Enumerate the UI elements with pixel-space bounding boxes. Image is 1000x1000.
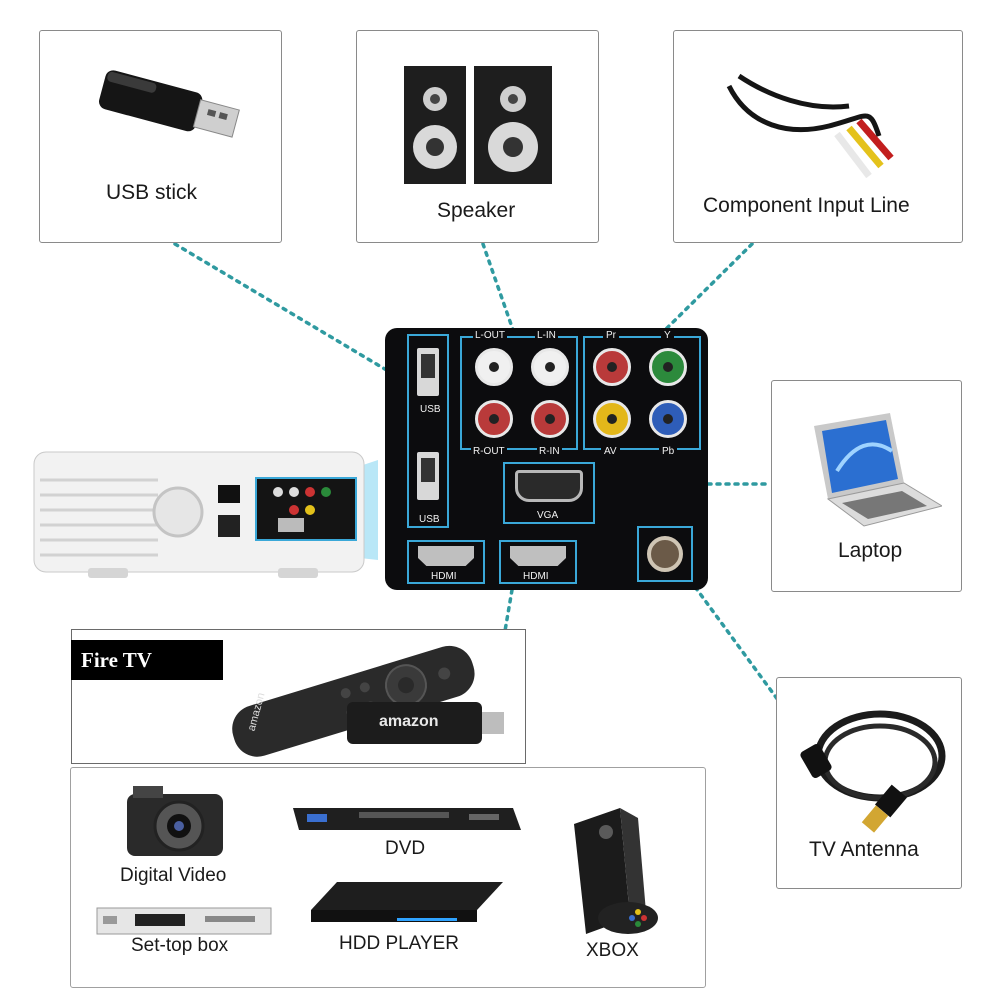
speaker-icon xyxy=(404,66,552,184)
wire-component xyxy=(658,242,754,337)
hdmi-port-group-2 xyxy=(499,540,577,584)
vga-port-group xyxy=(503,462,595,524)
l-in-label: L-IN xyxy=(535,330,558,341)
laptop-icon xyxy=(814,413,942,527)
fire-tv-banner: Fire TV xyxy=(71,640,223,680)
usb-port-1-label: USB xyxy=(420,404,441,415)
xbox-label: XBOX xyxy=(586,940,639,961)
antenna-label: TV Antenna xyxy=(809,838,919,861)
antenna-jack xyxy=(647,536,683,572)
hdmi-port-1 xyxy=(418,546,474,566)
fire-tv-stick-icon: amazon xyxy=(347,702,504,744)
hdmi-port-2-label: HDMI xyxy=(523,571,549,582)
usb-port-2 xyxy=(417,452,439,500)
fire-tv-box: Fire TV amazon amazon xyxy=(71,629,526,764)
hdmi-port-1-label: HDMI xyxy=(431,571,457,582)
projector-icon xyxy=(33,451,378,578)
fire-tv-remote-icon xyxy=(232,645,475,757)
vga-port xyxy=(515,470,583,502)
hdmi-port-2 xyxy=(510,546,566,566)
wire-firetv xyxy=(498,588,514,662)
media-devices-box: Digital Video DVD XBOX Set-top box HDD P… xyxy=(70,767,706,988)
component-port-group xyxy=(583,336,701,450)
projector-port-panel: USB USB L-OUT L-IN R-OUT R-IN Pr Y AV Pb… xyxy=(385,328,708,590)
dvd-player-icon xyxy=(293,808,521,830)
pb-jack xyxy=(649,400,687,438)
speaker-box: Speaker xyxy=(356,30,599,243)
l-in-jack xyxy=(531,348,569,386)
r-in-jack xyxy=(531,400,569,438)
usb-stick-label: USB stick xyxy=(106,181,198,204)
usb-stick-box: USB stick xyxy=(39,30,282,243)
av-cable-icon xyxy=(726,73,894,179)
fire-tv-title: Fire TV xyxy=(81,648,152,672)
pr-jack xyxy=(593,348,631,386)
laptop-box: Laptop xyxy=(771,380,962,592)
laptop-label: Laptop xyxy=(838,539,903,562)
component-label: Component Input Line xyxy=(703,194,910,217)
speaker-label: Speaker xyxy=(437,199,516,222)
digital-video-label: Digital Video xyxy=(120,865,227,886)
set-top-box-label: Set-top box xyxy=(131,935,229,956)
vga-label: VGA xyxy=(537,510,559,521)
audio-port-group xyxy=(460,336,578,450)
wire-speaker xyxy=(481,242,515,332)
r-out-label: R-OUT xyxy=(471,446,507,457)
stick-brand: amazon xyxy=(379,713,439,730)
hdd-player-icon xyxy=(311,882,503,922)
usb-port-group xyxy=(407,334,449,528)
set-top-box-icon xyxy=(96,907,272,935)
av-jack xyxy=(593,400,631,438)
hdmi-port-group-1 xyxy=(407,540,485,584)
camera-icon xyxy=(127,786,223,856)
hdd-player-label: HDD PLAYER xyxy=(339,933,460,954)
av-label: AV xyxy=(601,446,620,457)
component-box: Component Input Line xyxy=(673,30,963,243)
dvd-label: DVD xyxy=(385,838,426,859)
usb-port-1 xyxy=(417,348,439,396)
antenna-box: TV Antenna xyxy=(776,677,962,889)
l-out-jack xyxy=(475,348,513,386)
pr-label: Pr xyxy=(603,330,619,341)
r-out-jack xyxy=(475,400,513,438)
y-jack xyxy=(649,348,687,386)
wire-usb xyxy=(173,242,422,392)
pb-label: Pb xyxy=(659,446,678,457)
l-out-label: L-OUT xyxy=(473,330,507,341)
usb-stick-icon xyxy=(99,70,240,138)
antenna-port-group xyxy=(637,526,693,582)
r-in-label: R-IN xyxy=(537,446,562,457)
antenna-cable-icon xyxy=(800,710,946,833)
wire-antenna xyxy=(688,578,780,702)
y-label: Y xyxy=(661,330,674,341)
xbox-icon xyxy=(574,808,658,934)
usb-port-2-label: USB xyxy=(419,514,440,525)
